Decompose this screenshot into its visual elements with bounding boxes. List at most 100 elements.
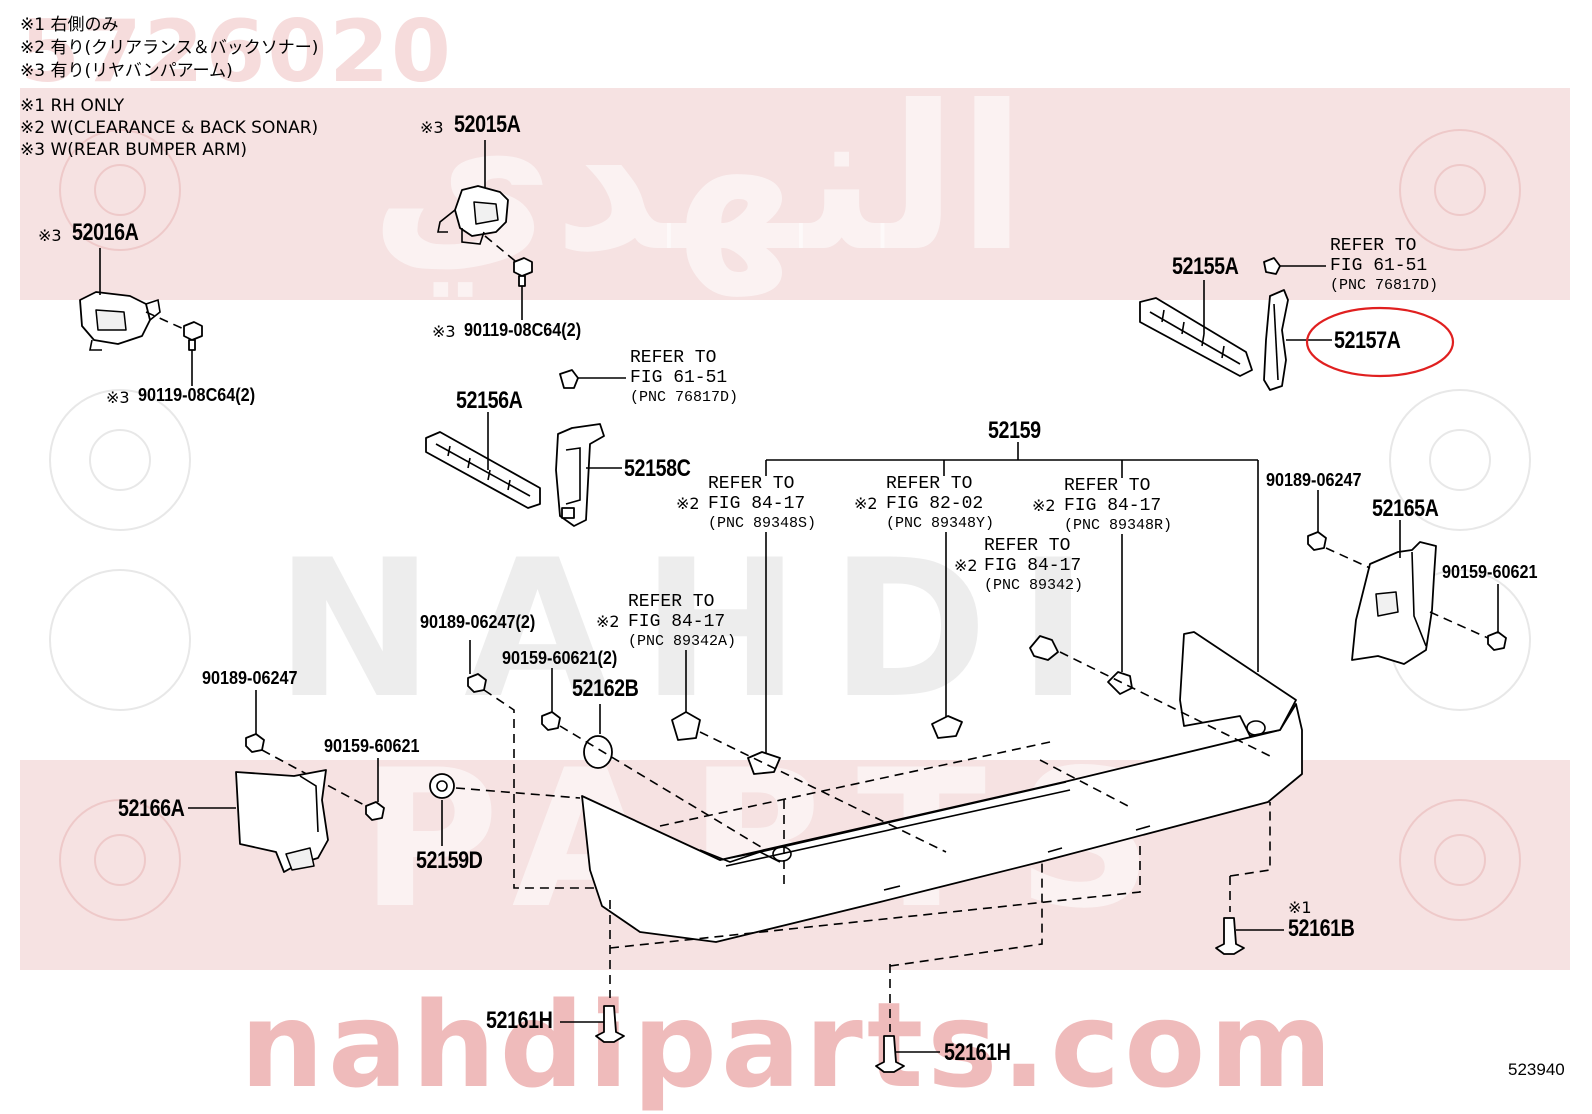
label-90189-right[interactable]: 90189-06247 (1266, 470, 1362, 490)
refer-line1: REFER TO (886, 474, 973, 494)
label-52158C[interactable]: 52158C (624, 455, 691, 482)
refer-line2: FIG 82-02 (886, 494, 984, 514)
label-52156A[interactable]: 52156A (456, 387, 523, 414)
bracket-52015A[interactable] (437, 185, 509, 245)
bolt-90159-left[interactable] (365, 801, 385, 821)
bolt-upper[interactable] (513, 257, 533, 287)
note-jp-1: ※1 右側のみ (20, 15, 119, 35)
bolt-90159-right[interactable] (1487, 631, 1507, 651)
label-52016A[interactable]: 52016A (72, 219, 139, 246)
sensor-clip-89348Y[interactable] (931, 715, 963, 739)
bracket-52157A[interactable] (1263, 289, 1289, 391)
refer-line3: (PNC 89342A) (628, 633, 737, 650)
bolt-90189-2[interactable] (467, 673, 487, 693)
refer-line3: (PNC 89348Y) (886, 515, 995, 532)
label-52155A[interactable]: 52155A (1172, 253, 1239, 280)
label-52161B[interactable]: 52161B (1288, 915, 1355, 942)
mark-3-90119-upper: ※3 (432, 322, 456, 341)
label-90119-left[interactable]: 90119-08C64(2) (138, 385, 256, 405)
watermark-band-top (20, 88, 1570, 300)
refer-line2: FIG 84-17 (984, 556, 1082, 576)
label-52166A[interactable]: 52166A (118, 795, 185, 822)
label-52159[interactable]: 52159 (988, 417, 1041, 444)
sensor-clip-89342A[interactable] (671, 711, 701, 741)
label-52159D[interactable]: 52159D (416, 847, 483, 874)
sensor-clip-89342[interactable] (1029, 635, 1059, 661)
label-52157A[interactable]: 52157A (1334, 327, 1401, 354)
note-en-3: ※3 W(REAR BUMPER ARM) (20, 140, 248, 160)
mark-2-89342: ※2 (954, 556, 978, 575)
note-en-2: ※2 W(CLEARANCE & BACK SONAR) (20, 118, 319, 138)
mark-1-52161B: ※1 (1288, 898, 1312, 917)
watermark-gears-gray (49, 389, 1531, 711)
retainer-52156A[interactable] (425, 431, 541, 509)
refer-line1: REFER TO (630, 348, 717, 368)
refer-line3: (PNC 89348S) (708, 515, 817, 532)
refer-line2: FIG 61-51 (1330, 256, 1428, 276)
refer-line1: REFER TO (628, 592, 715, 612)
label-90159-2[interactable]: 90159-60621(2) (502, 648, 618, 668)
watermark-arabic: النهدي (370, 63, 1027, 296)
mark-3-52016A: ※3 (38, 226, 62, 245)
label-90119-upper[interactable]: 90119-08C64(2) (464, 320, 582, 340)
refer-line1: REFER TO (984, 536, 1071, 556)
watermark-nahdi: NAHDI (275, 519, 1119, 740)
watermark-gears (59, 129, 1521, 921)
mark-2-89342A: ※2 (596, 612, 620, 631)
corner-piece-52165A[interactable] (1351, 541, 1437, 665)
label-52015A[interactable]: 52015A (454, 111, 521, 138)
clip-52161H-left[interactable] (595, 1005, 625, 1043)
refer-line2: FIG 84-17 (628, 612, 726, 632)
label-90189-left[interactable]: 90189-06247 (202, 668, 298, 688)
sensor-clip-89348R[interactable] (1107, 671, 1133, 695)
label-52162B[interactable]: 52162B (572, 675, 639, 702)
bolt-90189-right[interactable] (1307, 531, 1327, 551)
bolt-left[interactable] (183, 321, 203, 351)
refer-89348Y[interactable]: REFER TO FIG 82-02 (PNC 89348Y) (886, 474, 994, 534)
refer-line3: (PNC 89348R) (1064, 517, 1173, 534)
note-jp-2: ※2 有り(クリアランス＆バックソナー) (20, 38, 319, 58)
watermark-url: nahdiparts.com (240, 976, 1337, 1114)
label-52165A[interactable]: 52165A (1372, 495, 1439, 522)
refer-89348S[interactable]: REFER TO FIG 84-17 (PNC 89348S) (708, 474, 816, 534)
refer-line1: REFER TO (708, 474, 795, 494)
bolt-90159-2[interactable] (541, 711, 561, 731)
mark-2-89348R: ※2 (1032, 496, 1056, 515)
label-52161H-bottom[interactable]: 52161H (944, 1039, 1011, 1066)
clip-52161H-bottom[interactable] (875, 1035, 905, 1073)
label-90159-left[interactable]: 90159-60621 (324, 736, 420, 756)
mark-2-89348Y: ※2 (854, 494, 878, 513)
refer-line2: FIG 84-17 (1064, 496, 1162, 516)
retainer-52155A[interactable] (1139, 297, 1253, 377)
refer-89342[interactable]: REFER TO FIG 84-17 (PNC 89342) (984, 536, 1083, 596)
bracket-52158C[interactable] (555, 423, 605, 527)
refer-line1: REFER TO (1330, 236, 1417, 256)
clip-52159D[interactable] (429, 773, 455, 799)
refer-89348R[interactable]: REFER TO FIG 84-17 (PNC 89348R) (1064, 476, 1172, 536)
note-jp-3: ※3 有り(リヤバンパアーム) (20, 61, 233, 81)
rear-bumper-cover[interactable] (581, 631, 1303, 943)
clip-76817D-left[interactable] (559, 369, 579, 389)
refer-76817D-right[interactable]: REFER TO FIG 61-51 (PNC 76817D) (1330, 236, 1438, 296)
refer-76817D-left[interactable]: REFER TO FIG 61-51 (PNC 76817D) (630, 348, 738, 408)
watermark-part-number: 5726020 (20, 2, 453, 102)
bolt-90189-left[interactable] (245, 733, 265, 753)
refer-line2: FIG 84-17 (708, 494, 806, 514)
refer-89342A[interactable]: REFER TO FIG 84-17 (PNC 89342A) (628, 592, 736, 652)
refer-line3: (PNC 89342) (984, 577, 1084, 594)
label-90189-2[interactable]: 90189-06247(2) (420, 612, 536, 632)
clip-52161B[interactable] (1215, 917, 1245, 955)
bracket-52016A[interactable] (79, 291, 161, 351)
clip-76817D-right[interactable] (1263, 257, 1281, 275)
cap-52162B[interactable] (583, 735, 613, 769)
label-52161H-left[interactable]: 52161H (486, 1007, 553, 1034)
refer-line3: (PNC 76817D) (1330, 277, 1439, 294)
sensor-clip-89348S[interactable] (747, 751, 781, 775)
mark-3-52015A: ※3 (420, 118, 444, 137)
note-en-1: ※1 RH ONLY (20, 96, 125, 116)
figure-number: 523940 (1508, 1060, 1565, 1079)
corner-piece-52166A[interactable] (235, 769, 329, 873)
label-90159-right[interactable]: 90159-60621 (1442, 562, 1538, 582)
refer-line2: FIG 61-51 (630, 368, 728, 388)
